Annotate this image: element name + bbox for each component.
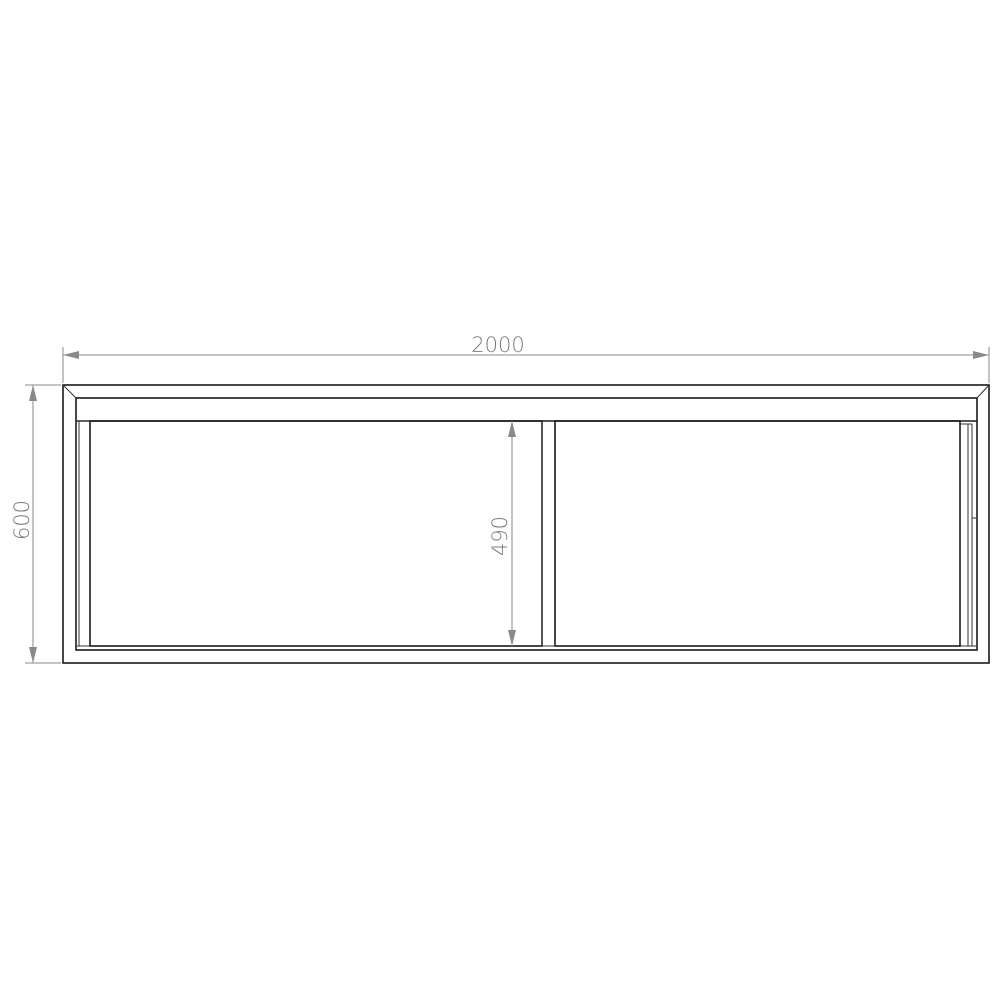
dimension-door-height: 490 xyxy=(488,421,516,646)
center-divider xyxy=(541,421,556,646)
height-dimension-label: 600 xyxy=(10,500,34,540)
bevel-top-right xyxy=(976,384,990,399)
cabinet-body xyxy=(62,384,990,664)
right-door xyxy=(554,420,976,647)
left-door xyxy=(76,420,543,647)
door-height-dimension-label: 490 xyxy=(488,516,512,556)
dimension-height: 600 xyxy=(10,384,61,664)
dimension-width: 2000 xyxy=(62,333,990,383)
door-height-arrow-bottom xyxy=(508,630,516,646)
height-arrow-bottom xyxy=(29,647,37,663)
left-door-panel xyxy=(89,420,543,647)
door-height-arrow-top xyxy=(508,421,516,437)
width-dimension-label: 2000 xyxy=(471,333,524,357)
cabinet-inner-frame xyxy=(75,397,978,651)
width-arrow-left xyxy=(63,351,79,359)
right-door-panel xyxy=(554,420,961,647)
bevel-top-left xyxy=(62,384,77,399)
height-arrow-top xyxy=(29,385,37,401)
cabinet-outer-frame xyxy=(62,384,990,664)
width-arrow-right xyxy=(973,351,989,359)
